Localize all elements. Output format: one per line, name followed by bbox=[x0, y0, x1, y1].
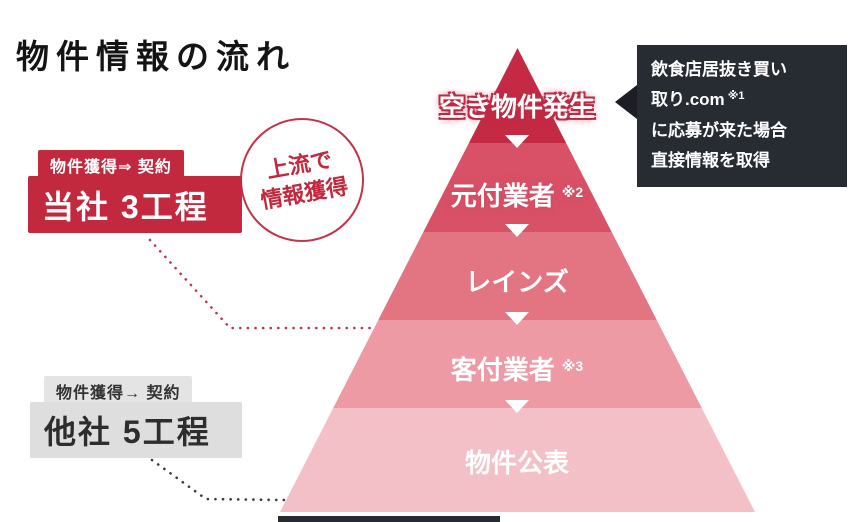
pyramid-label-reins: レインズ bbox=[465, 262, 568, 299]
callout-line-2-text: 取り.com bbox=[651, 90, 725, 110]
other-company-box: 他社 5工程 bbox=[30, 402, 242, 458]
other-company-tag: 物件獲得→ 契約 bbox=[44, 376, 193, 406]
bottom-edge-strip bbox=[278, 516, 500, 522]
our-company-tag: 物件獲得⇒ 契約 bbox=[38, 150, 184, 180]
dotted-connector-upper bbox=[148, 238, 376, 330]
page-title: 物件情報の流れ bbox=[16, 38, 296, 75]
callout-left-arrow-icon bbox=[615, 85, 637, 119]
callout-line-2: 取り.com※1 bbox=[651, 85, 833, 115]
pyramid-label-publication: 物件公表 bbox=[465, 443, 569, 480]
pyramid-label-listing-agent-text: 元付業者 bbox=[450, 181, 555, 211]
down-arrow-icon-2 bbox=[505, 224, 529, 237]
callout-line-1-text: 飲食店居抜き買い bbox=[651, 60, 787, 79]
upstream-info-bubble-text: 上流で 情報獲得 bbox=[254, 144, 351, 216]
footnote-ref-3: ※3 bbox=[561, 358, 584, 374]
callout-line-1: 飲食店居抜き買い bbox=[651, 55, 833, 85]
callout-line-4: 直接情報を取得 bbox=[651, 146, 833, 176]
footnote-ref-2: ※2 bbox=[561, 184, 584, 200]
pyramid-label-vacancy-text: 空き物件発生 bbox=[438, 92, 596, 122]
callout-box: 飲食店居抜き買い 取り.com※1 に応募が来た場合 直接情報を取得 bbox=[615, 45, 847, 187]
upstream-info-bubble: 上流で 情報獲得 bbox=[240, 118, 364, 242]
other-company-label: 他社 5工程 bbox=[44, 414, 211, 450]
dotted-connector-lower bbox=[150, 458, 288, 502]
callout-line-3-text: に応募が来た場合 bbox=[651, 120, 787, 140]
pyramid-band-5 bbox=[280, 408, 755, 512]
pyramid-label-tenant-agent-text: 客付業者 bbox=[450, 355, 555, 385]
pyramid-label-tenant-agent: 客付業者 ※3 bbox=[451, 350, 583, 387]
callout-line-3: に応募が来た場合 bbox=[651, 116, 833, 146]
our-company-label: 当社 3工程 bbox=[42, 188, 209, 225]
pyramid-label-listing-agent: 元付業者 ※2 bbox=[451, 176, 583, 213]
down-arrow-icon-1 bbox=[505, 135, 529, 148]
callout-line-4-text: 直接情報を取得 bbox=[651, 150, 770, 170]
footnote-ref-1: ※1 bbox=[727, 90, 745, 103]
pyramid-label-publication-text: 物件公表 bbox=[464, 448, 570, 478]
pyramid-label-reins-text: レインズ bbox=[465, 267, 569, 297]
our-company-box: 当社 3工程 bbox=[28, 176, 242, 233]
down-arrow-icon-3 bbox=[505, 312, 529, 325]
down-arrow-icon-4 bbox=[505, 400, 529, 413]
pyramid-label-vacancy: 空き物件発生 bbox=[439, 87, 595, 124]
